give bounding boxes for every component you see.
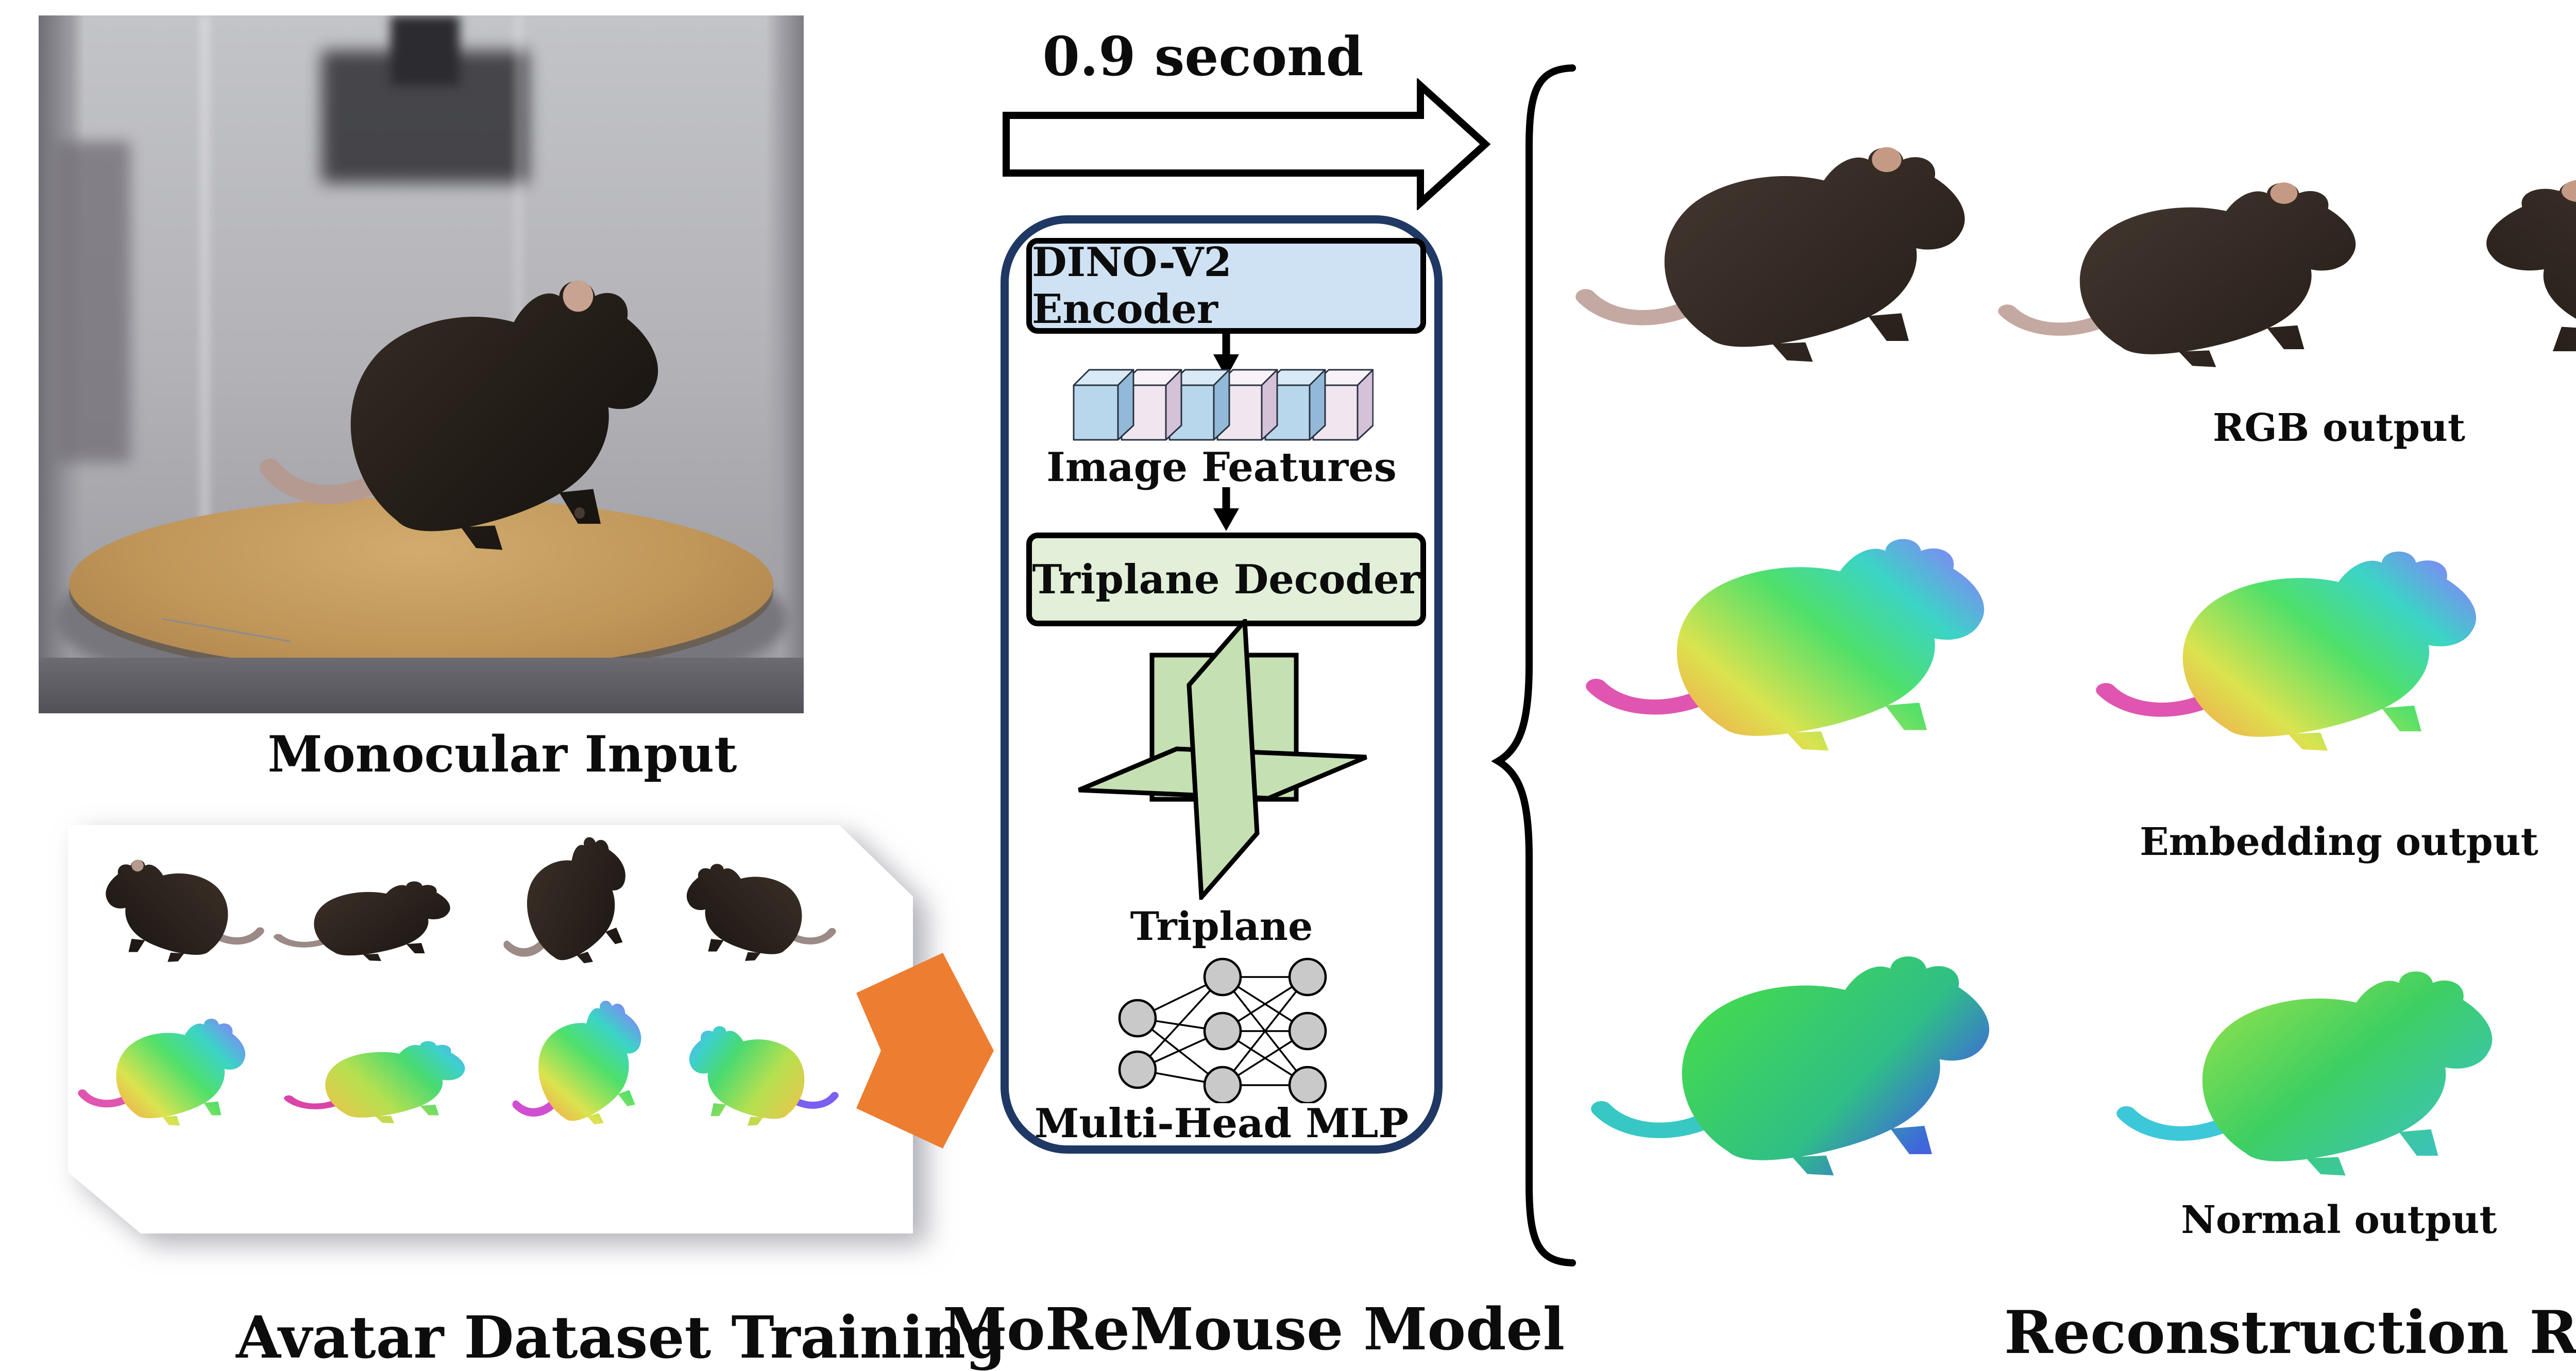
reconstruction-caption: Reconstruction Result: [2004, 1298, 2576, 1367]
timing-label: 0.9 second: [1042, 25, 1364, 88]
avatar-mouse-embed-3: [495, 987, 676, 1141]
normal-mouse-2: [2117, 966, 2545, 1177]
monocular-caption: Monocular Input: [267, 725, 737, 783]
rgb-mouse-2: [1999, 178, 2406, 368]
training-arrow-icon: [856, 953, 994, 1149]
model-caption: MoReMouse Model: [943, 1296, 1565, 1363]
inference-arrow-icon: [1003, 78, 1491, 210]
avatar-mouse-black-4: [666, 861, 836, 962]
curly-brace-icon: [1491, 64, 1576, 1266]
avatar-mouse-embed-4: [668, 1023, 838, 1126]
normal-mouse-3: [2571, 961, 2576, 1177]
avatar-panel-card: [68, 825, 913, 1233]
embedding-mouse-2: [2097, 546, 2530, 752]
model-box: DINO-V2 Encoder Image Features Triplane …: [1001, 215, 1443, 1154]
normal-output-label: Normal output: [2181, 1198, 2497, 1242]
encoder-box: DINO-V2 Encoder: [1026, 238, 1426, 334]
rgb-output-label: RGB output: [2212, 406, 2466, 450]
mlp-label: Multi-Head MLP: [1034, 1100, 1409, 1147]
monocular-photo: [39, 15, 804, 713]
camera-rig-shadow-2: [391, 15, 460, 85]
cylinder-reflection: [54, 141, 131, 462]
avatar-mouse-black-2: [274, 879, 475, 962]
normal-mouse-1: [1592, 950, 2045, 1177]
avatar-mouse-black-3: [483, 822, 663, 982]
avatar-mouse-embed-2: [284, 1039, 490, 1124]
avatar-mouse-black-1: [83, 857, 264, 963]
down-arrow-icon: [1213, 487, 1239, 531]
rgb-mouse-1: [1577, 142, 2020, 363]
embedding-mouse-1: [1587, 533, 2040, 752]
down-arrow-icon: [1213, 331, 1239, 378]
cylinder-base: [39, 657, 804, 713]
food-pellet: [574, 507, 585, 519]
rgb-mouse-3: [2421, 175, 2576, 371]
input-mouse-figure: [261, 273, 714, 552]
avatar-mouse-embed-1: [78, 1016, 269, 1126]
avatar-caption: Avatar Dataset Training: [236, 1304, 1006, 1371]
decoder-box: Triplane Decoder: [1026, 533, 1426, 626]
triplane-label: Triplane: [1130, 903, 1313, 949]
image-features-label: Image Features: [1046, 444, 1397, 491]
image-features-icon: [1073, 369, 1374, 441]
triplane-icon: [1078, 619, 1367, 900]
embedding-output-label: Embedding output: [2140, 820, 2538, 864]
mlp-network-icon: [1118, 957, 1327, 1103]
decoder-label: Triplane Decoder: [1032, 556, 1420, 603]
encoder-label: DINO-V2 Encoder: [1032, 239, 1232, 333]
avatar-dataset-panel: [68, 825, 913, 1233]
